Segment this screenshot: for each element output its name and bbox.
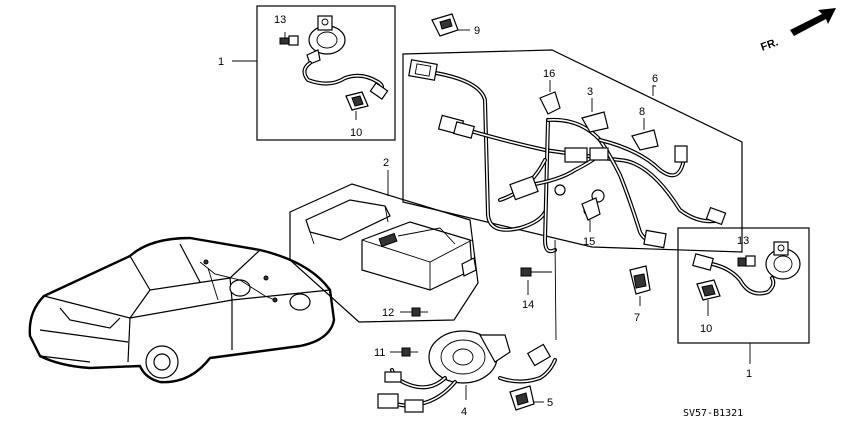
cable-reel-4 — [377, 239, 557, 413]
bolt-12 — [400, 307, 428, 317]
callout-2: 2 — [383, 157, 389, 169]
bolt-11 — [390, 347, 418, 357]
callout-1-right: 1 — [746, 368, 752, 380]
clip-8 — [631, 118, 659, 151]
clip-15 — [581, 197, 601, 232]
callout-16: 16 — [543, 68, 555, 80]
callout-10-right: 10 — [700, 323, 712, 335]
front-direction-label: FR. — [759, 36, 780, 53]
bolt-13-left — [279, 32, 299, 46]
sensor-connector-top-left — [306, 15, 346, 65]
bolt-13-right — [737, 255, 756, 267]
callout-13-right: 13 — [737, 235, 749, 247]
diagram-code: SV57-B1321 — [683, 408, 743, 419]
callout-7: 7 — [634, 312, 640, 324]
harness-box-part-6 — [402, 49, 743, 254]
callout-5: 5 — [547, 397, 553, 409]
clip-9 — [431, 13, 470, 37]
callout-box-part-1-left — [232, 5, 396, 141]
callout-box-part-1-right — [677, 227, 810, 364]
callout-11: 11 — [374, 347, 385, 359]
connector-10-right — [696, 279, 721, 301]
callout-13-left: 13 — [274, 14, 286, 26]
callout-8: 8 — [639, 106, 645, 118]
callout-14: 14 — [522, 299, 534, 311]
vehicle-outline — [28, 236, 336, 384]
clip-16 — [539, 80, 561, 115]
clip-7 — [629, 265, 651, 306]
callout-1-left: 1 — [218, 56, 224, 68]
callout-10-left: 10 — [350, 127, 362, 139]
front-direction-arrow: FR. — [759, 8, 836, 54]
clip-5 — [509, 385, 544, 411]
control-unit-box-part-2 — [289, 170, 479, 323]
clip-3 — [581, 98, 609, 133]
callout-4: 4 — [461, 406, 467, 418]
callout-9: 9 — [474, 25, 480, 37]
connector-10-left — [345, 91, 369, 111]
callout-6: 6 — [652, 73, 658, 85]
bolt-14 — [520, 267, 552, 295]
callout-3: 3 — [587, 86, 593, 98]
callout-15: 15 — [583, 236, 595, 248]
callout-12: 12 — [382, 307, 394, 319]
sensor-connector-right — [765, 241, 801, 280]
